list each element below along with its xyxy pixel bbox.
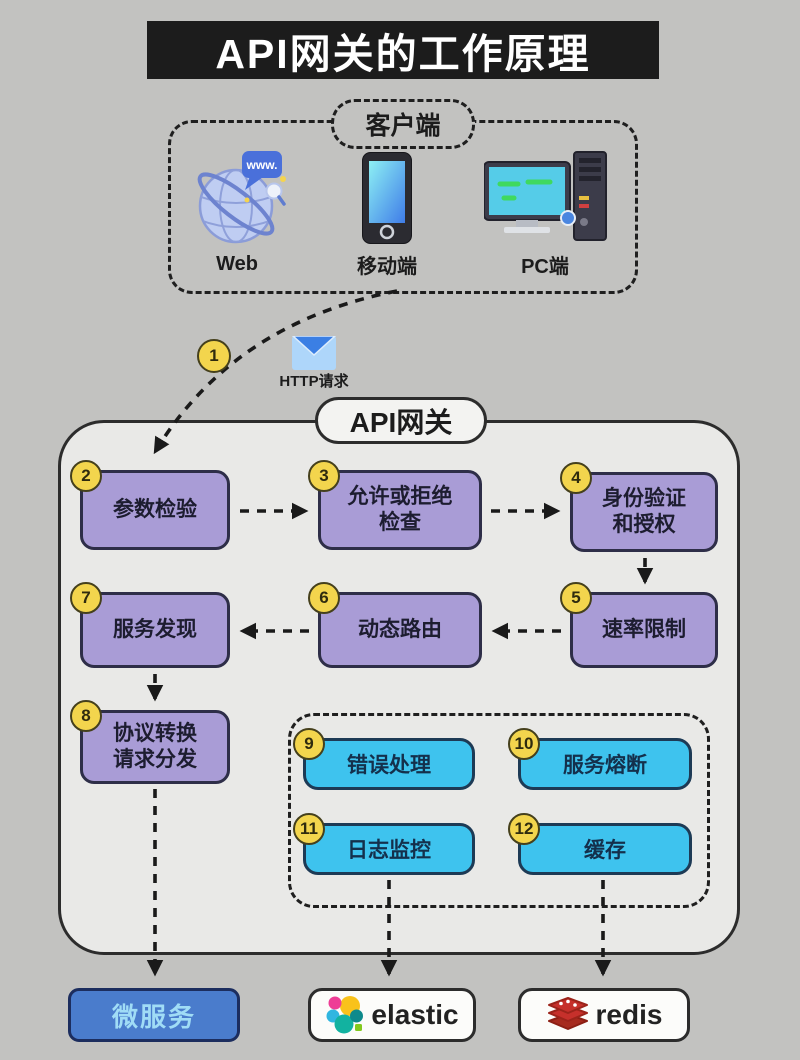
client-group-label-pill: 客户端	[331, 99, 475, 149]
step-box-cache: 12 缓存	[508, 813, 692, 875]
smartphone-icon	[362, 152, 412, 244]
http-request-label: HTTP请求	[279, 373, 349, 390]
step-box-allow-deny-check: 3 允许或拒绝 检查	[308, 460, 482, 550]
client-group-label: 客户端	[365, 112, 441, 140]
cross-cutting-group-box	[288, 713, 710, 908]
step-box-error-handling: 9 错误处理	[293, 728, 475, 790]
step-label: 允许或拒绝 检查	[347, 484, 453, 534]
step-badge-3: 3	[308, 460, 340, 492]
step-box-param-validation: 2 参数检验	[70, 460, 230, 550]
step-box-rate-limit: 5 速率限制	[560, 582, 718, 668]
step-label: 服务熔断	[563, 754, 647, 777]
step-label: 身份验证 和授权	[602, 486, 686, 536]
step-label: 缓存	[584, 839, 626, 862]
api-gateway-label: API网关	[349, 406, 453, 438]
globe-www-icon: www.	[197, 151, 286, 244]
client-item-web-label: Web	[216, 252, 258, 275]
redis-label: redis	[595, 999, 663, 1030]
step-label: 服务发现	[113, 617, 197, 641]
redis-box: redis	[518, 988, 690, 1042]
elastic-logo-icon	[326, 996, 364, 1034]
svg-text:www.: www.	[246, 158, 278, 172]
step-badge-6: 6	[308, 582, 340, 614]
step-box-dynamic-routing: 6 动态路由	[308, 582, 482, 668]
step-box-circuit-breaking: 10 服务熔断	[508, 728, 692, 790]
step-badge-10: 10	[508, 728, 540, 760]
step-label: 错误处理	[347, 754, 431, 777]
client-item-mobile-label: 移动端	[357, 255, 417, 278]
api-gateway-label-pill: API网关	[315, 397, 487, 444]
step-badge-1: 1	[197, 339, 231, 373]
step-badge-4: 4	[560, 462, 592, 494]
envelope-icon	[292, 336, 336, 370]
step-badge-7: 7	[70, 582, 102, 614]
step-box-authn-authz: 4 身份验证 和授权	[560, 462, 718, 552]
redis-logo-icon	[547, 997, 588, 1030]
step-label: 动态路由	[358, 617, 442, 641]
step-badge-2: 2	[70, 460, 102, 492]
step-badge-12: 12	[508, 813, 540, 845]
step-label: 参数检验	[113, 497, 197, 521]
step-box-log-monitoring: 11 日志监控	[293, 813, 475, 875]
step-label: 协议转换 请求分发	[113, 721, 197, 771]
step-box-protocol-convert-dispatch: 8 协议转换 请求分发	[70, 700, 230, 784]
client-item-pc-label: PC端	[521, 255, 569, 278]
step-badge-5: 5	[560, 582, 592, 614]
step-box-service-discovery: 7 服务发现	[70, 582, 230, 668]
step-badge-11: 11	[293, 813, 325, 845]
step-label: 日志监控	[347, 839, 431, 862]
step-label: 速率限制	[602, 617, 686, 641]
elastic-box: elastic	[308, 988, 476, 1042]
elastic-label: elastic	[371, 999, 459, 1030]
page-title-banner: API网关的工作原理	[147, 21, 659, 79]
microservices-box: 微服务	[68, 988, 240, 1042]
microservices-label: 微服务	[111, 1001, 196, 1032]
step-badge-8: 8	[70, 700, 102, 732]
page-title: API网关的工作原理	[215, 31, 591, 77]
desktop-pc-icon	[484, 151, 607, 241]
step-badge-9: 9	[293, 728, 325, 760]
